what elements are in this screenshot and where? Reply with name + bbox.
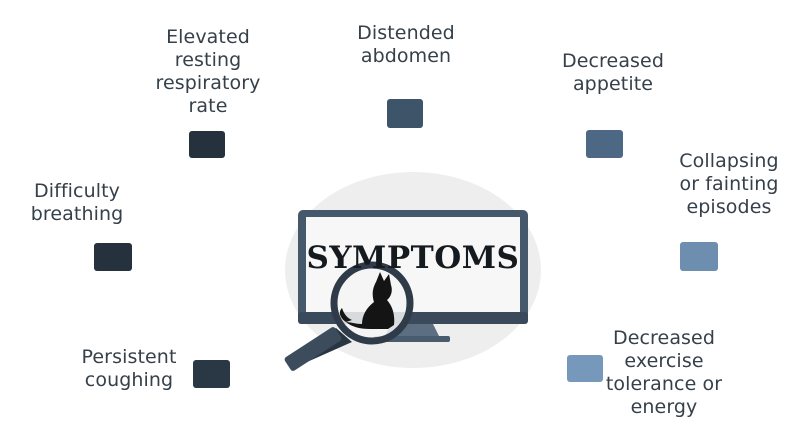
symptom-chip-elevated-resting-respiratory-rate bbox=[189, 131, 225, 158]
symptom-label-decreased-exercise-tolerance: Decreased exercise tolerance or energy bbox=[605, 327, 723, 418]
symptom-chip-distended-abdomen bbox=[387, 99, 423, 128]
symptom-label-difficulty-breathing: Difficulty breathing bbox=[30, 180, 124, 225]
symptom-chip-decreased-appetite bbox=[586, 130, 623, 158]
magnifier-ring bbox=[330, 261, 414, 345]
symptom-label-collapsing-or-fainting: Collapsing or fainting episodes bbox=[679, 150, 779, 218]
monitor-title: SYMPTOMS bbox=[306, 240, 520, 276]
cat-silhouette-icon bbox=[339, 272, 395, 329]
symptom-label-distended-abdomen: Distended abdomen bbox=[357, 22, 455, 67]
symptom-label-decreased-appetite: Decreased appetite bbox=[561, 50, 665, 95]
symptom-label-persistent-coughing: Persistent coughing bbox=[81, 346, 177, 391]
symptom-label-elevated-resting-respiratory-rate: Elevated resting respiratory rate bbox=[155, 26, 261, 117]
symptom-chip-persistent-coughing bbox=[193, 360, 230, 388]
symptom-chip-decreased-exercise-tolerance bbox=[567, 355, 603, 382]
symptom-chip-difficulty-breathing bbox=[94, 243, 132, 271]
symptom-chip-collapsing-or-fainting bbox=[680, 242, 718, 271]
magnifier-grip bbox=[284, 327, 342, 371]
